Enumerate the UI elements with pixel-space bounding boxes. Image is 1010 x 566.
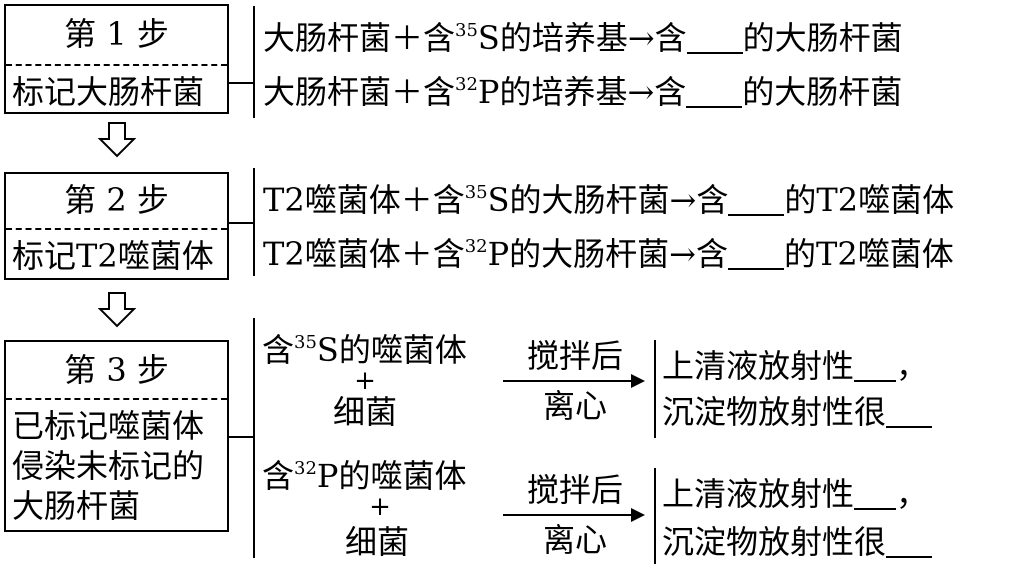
exp2-pre: 含 — [262, 457, 295, 495]
exp2-arrow-top: 搅拌后 — [526, 471, 623, 509]
step2-line2-post: P的大肠杆菌→含 — [487, 235, 728, 273]
exp1-result-bracket — [654, 340, 656, 438]
step1-line2-pre: 大肠杆菌＋含 — [263, 73, 456, 111]
step2-line1-post: S的大肠杆菌→含 — [487, 181, 729, 219]
exp1-result-line1: 上清液放射性 ， — [662, 350, 928, 382]
step2-line1-pre: T2噬菌体＋含 — [263, 181, 465, 219]
exp1-sup: 35 — [294, 332, 317, 353]
exp2-result-bracket — [654, 468, 656, 564]
step3-box: 第 3 步 已标记噬菌体 侵染未标记的 大肠杆菌 — [4, 340, 229, 532]
exp2-arrow-bottom: 离心 — [542, 521, 607, 559]
step1-line2-tail: 的大肠杆菌 — [742, 73, 903, 111]
step1-line1-blank — [686, 26, 743, 54]
step1-title: 第 1 步 — [64, 15, 169, 53]
exp1-post: S的噬菌体 — [316, 331, 467, 369]
step3-desc-2: 侵染未标记的 — [12, 447, 205, 485]
step3-desc-1: 已标记噬菌体 — [12, 407, 205, 445]
step3-connector — [229, 436, 253, 438]
exp2-arrow — [503, 508, 645, 522]
step2-line1-sup: 35 — [464, 182, 488, 203]
step2-line2-tail: 的T2噬菌体 — [783, 235, 954, 273]
step1-line2-post: P的培养基→含 — [477, 73, 687, 111]
down-arrow-icon — [98, 122, 136, 158]
step2-line2-sup: 32 — [464, 236, 488, 257]
step2-line2-pre: T2噬菌体＋含 — [263, 235, 465, 273]
step1-divider — [6, 64, 227, 66]
step1-box: 第 1 步 标记大肠杆菌 — [4, 4, 229, 114]
exp1-plus: + — [354, 366, 376, 396]
step2-line1-tail: 的T2噬菌体 — [784, 181, 955, 219]
step1-line2: 大肠杆菌＋含32P的培养基→含 的大肠杆菌 — [263, 76, 902, 108]
exp1-supernatant-blank — [854, 354, 897, 382]
exp2-comma: ， — [896, 475, 929, 513]
exp1-pre: 含 — [262, 331, 295, 369]
exp2-sediment-blank — [886, 530, 933, 558]
exp1-sediment-blank — [886, 400, 933, 428]
exp1-arrow-top: 搅拌后 — [526, 337, 623, 375]
exp2-result-line2: 沉淀物放射性很 — [662, 523, 933, 561]
exp1-sediment: 沉淀物放射性很 — [662, 393, 887, 431]
exp1-comma: ， — [896, 347, 929, 385]
exp1-result-line2: 沉淀物放射性很 — [662, 393, 933, 431]
exp1-phage: 含35S的噬菌体 — [262, 331, 467, 369]
exp1-supernatant: 上清液放射性 — [662, 347, 855, 385]
step2-line1-blank — [728, 188, 785, 216]
step3-bracket — [253, 318, 255, 558]
step2-line2-blank — [727, 242, 784, 270]
exp2-phage: 含32P的噬菌体 — [262, 457, 467, 495]
step1-line2-sup: 32 — [455, 74, 478, 95]
step1-line1: 大肠杆菌＋含35S的培养基→含 的大肠杆菌 — [263, 22, 903, 54]
exp2-supernatant-blank — [854, 482, 897, 510]
step2-bracket — [253, 168, 255, 276]
exp2-sediment: 沉淀物放射性很 — [662, 523, 887, 561]
exp2-post: P的噬菌体 — [316, 457, 467, 495]
down-arrow-icon — [98, 292, 136, 328]
step2-title: 第 2 步 — [64, 181, 169, 219]
step1-bracket — [253, 6, 255, 118]
exp2-result-line1: 上清液放射性 ， — [662, 478, 928, 510]
step1-desc: 标记大肠杆菌 — [12, 73, 205, 111]
step3-title: 第 3 步 — [64, 351, 169, 389]
step1-connector — [229, 82, 253, 84]
exp2-sup: 32 — [294, 458, 317, 479]
step2-box: 第 2 步 标记T2噬菌体 — [4, 172, 229, 280]
exp1-bacteria: 细菌 — [333, 393, 398, 431]
exp2-plus: + — [369, 492, 391, 522]
step1-line2-blank — [686, 80, 743, 108]
step1-line1-tail: 的大肠杆菌 — [742, 19, 903, 57]
step2-line1: T2噬菌体＋含35S的大肠杆菌→含 的T2噬菌体 — [263, 184, 954, 216]
step3-desc-3: 大肠杆菌 — [12, 487, 141, 525]
exp1-arrow-bottom: 离心 — [542, 387, 607, 425]
step1-line1-post: S的培养基→含 — [477, 19, 687, 57]
step2-line2: T2噬菌体＋含32P的大肠杆菌→含 的T2噬菌体 — [263, 238, 954, 270]
exp1-arrow — [503, 374, 645, 388]
exp2-bacteria: 细菌 — [345, 523, 410, 561]
exp2-supernatant: 上清液放射性 — [662, 475, 855, 513]
step2-connector — [229, 222, 253, 224]
step2-divider — [6, 228, 227, 230]
step1-line1-pre: 大肠杆菌＋含 — [263, 19, 456, 57]
step1-line1-sup: 35 — [455, 20, 478, 41]
step3-divider — [6, 398, 227, 400]
step2-desc: 标记T2噬菌体 — [12, 237, 214, 275]
